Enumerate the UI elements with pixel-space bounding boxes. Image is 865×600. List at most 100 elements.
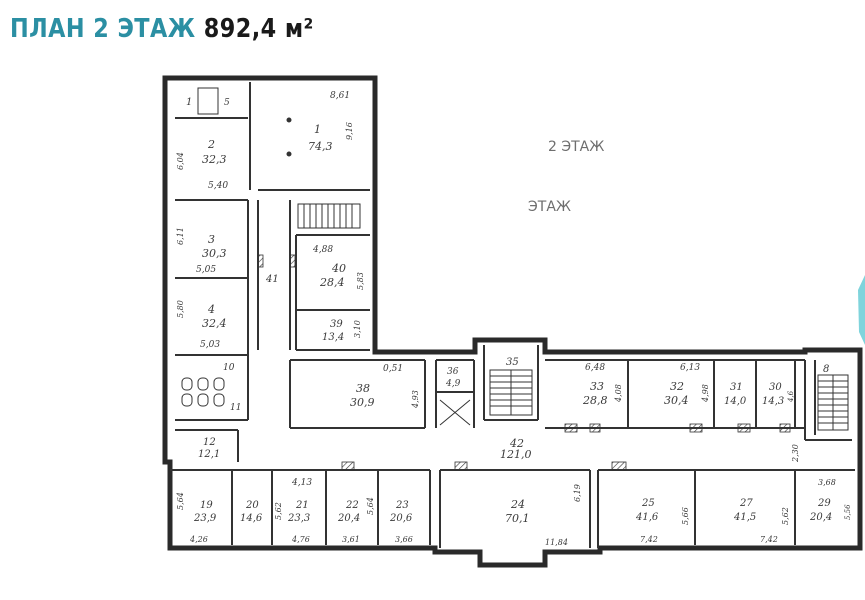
room-area: 30,9	[350, 396, 375, 409]
room-dim: 5,56	[844, 504, 852, 520]
room-dim: 3,61	[342, 535, 360, 544]
outer-walls	[162, 75, 863, 568]
room-number: 36	[447, 367, 459, 377]
room-dim: 5,80	[176, 300, 185, 318]
room-dim: 4,93	[411, 390, 420, 409]
room-number: 40	[331, 262, 346, 275]
room-area: 32,4	[202, 317, 227, 330]
room-number: 32	[670, 380, 684, 393]
room-area: 14,3	[762, 396, 784, 407]
stairs	[297, 203, 849, 431]
room-number: 23	[395, 500, 409, 511]
room-dim: 5,66	[681, 507, 690, 525]
room-dim: 3,66	[395, 535, 413, 544]
room-dim: 4,76	[291, 535, 310, 544]
room-dim: 6,48	[585, 363, 605, 373]
room-dim: 5,40	[208, 181, 228, 191]
room-dim: 5,62	[274, 502, 283, 520]
room-area: 23,9	[193, 513, 217, 524]
room-dim: 5,62	[781, 507, 790, 525]
page-title: ПЛАН 2 ЭТАЖ 892,4 м²	[10, 14, 314, 54]
room-dim: 9,16	[345, 122, 354, 140]
title-area: 892,4 м²	[203, 14, 314, 44]
room-area: 28,8	[582, 394, 608, 407]
floor-label-2: 2 ЭТАЖ	[548, 139, 604, 155]
room-number: 30	[769, 382, 782, 393]
room-number: 2	[207, 138, 215, 151]
room-dim: 3,10	[353, 320, 362, 338]
room-number: 27	[739, 498, 753, 509]
room-number: 1	[314, 123, 321, 136]
room-dim: 5,64	[176, 492, 185, 510]
room-number: 12	[203, 437, 216, 448]
room-area: 30,4	[664, 394, 689, 407]
room-dim: 4,98	[701, 384, 710, 403]
room-area: 12,1	[198, 449, 220, 460]
room-dim: 3,68	[818, 478, 836, 487]
room-number: 8	[823, 364, 829, 375]
room-number: 3	[208, 233, 215, 246]
room-number: 39	[330, 319, 343, 330]
room-dim: 0,51	[383, 364, 403, 374]
room-dim: 5,03	[200, 340, 220, 350]
room-area: 121,0	[500, 448, 532, 461]
room-dim: 4,26	[189, 535, 208, 544]
room-dim: 8,61	[330, 91, 350, 101]
room-number: 25	[641, 498, 655, 509]
room-area: 74,3	[308, 140, 333, 153]
room-dim: 6,11	[176, 227, 185, 245]
room-dim: 11,84	[545, 538, 568, 547]
room-labels: 1 5 2 32,3 6,04 5,40 8,61 1 74,3 9,16 3 …	[176, 91, 852, 547]
room-dim: 4,08	[614, 384, 623, 403]
room-number: 24	[510, 498, 525, 511]
room-area: 14,6	[240, 513, 263, 524]
room-number: 35	[506, 357, 519, 368]
room-number: 22	[345, 500, 359, 511]
room-dim: 4,6	[787, 390, 795, 403]
room-number: 41	[265, 274, 279, 285]
hatched-walls	[257, 254, 791, 471]
accent-shape	[858, 275, 865, 345]
room-number: 38	[356, 382, 370, 395]
room-area: 20,4	[809, 512, 832, 523]
room-area: 70,1	[505, 512, 530, 525]
room-number: 33	[590, 380, 604, 393]
room-dim: 7,42	[640, 535, 658, 544]
room-dim: 2,30	[791, 444, 800, 463]
room-area: 20,4	[337, 513, 360, 524]
room-number: 31	[730, 382, 743, 393]
room-area: 32,3	[202, 153, 227, 166]
room-dim: 5,83	[356, 272, 365, 290]
room-number: 20	[245, 500, 259, 511]
room-number: 21	[295, 500, 309, 511]
room-number: 4	[207, 303, 215, 316]
room-area: 28,4	[319, 276, 345, 289]
room-dim: 6,13	[680, 363, 700, 373]
room-number: 10	[223, 363, 235, 373]
title-plan: ПЛАН 2 ЭТАЖ	[10, 14, 196, 44]
room-area: 41,5	[733, 512, 756, 523]
room-dim: 4,88	[312, 245, 333, 255]
room-number: 1	[186, 97, 192, 108]
room-dim: 6,19	[573, 484, 582, 502]
inner-walls	[170, 82, 855, 548]
room-number: 42	[509, 437, 524, 450]
room-dim: 5,05	[196, 265, 216, 275]
room-dim: 5	[224, 98, 230, 108]
room-dim: 7,42	[760, 535, 778, 544]
room-dim: 6,04	[176, 152, 185, 170]
room-area: 20,6	[389, 513, 413, 524]
room-number: 11	[230, 403, 241, 413]
room-number: 19	[200, 500, 213, 511]
toilet-fixtures	[181, 87, 471, 426]
room-area: 41,6	[635, 512, 659, 523]
room-area: 23,3	[287, 513, 310, 524]
room-area: 30,3	[202, 247, 227, 260]
room-number: 29	[817, 498, 831, 509]
room-area: 14,0	[724, 396, 747, 407]
room-dim: 4,13	[291, 478, 312, 488]
room-area: 13,4	[322, 332, 344, 343]
room-dim: 5,64	[366, 497, 375, 515]
room-area: 4,9	[445, 379, 461, 389]
